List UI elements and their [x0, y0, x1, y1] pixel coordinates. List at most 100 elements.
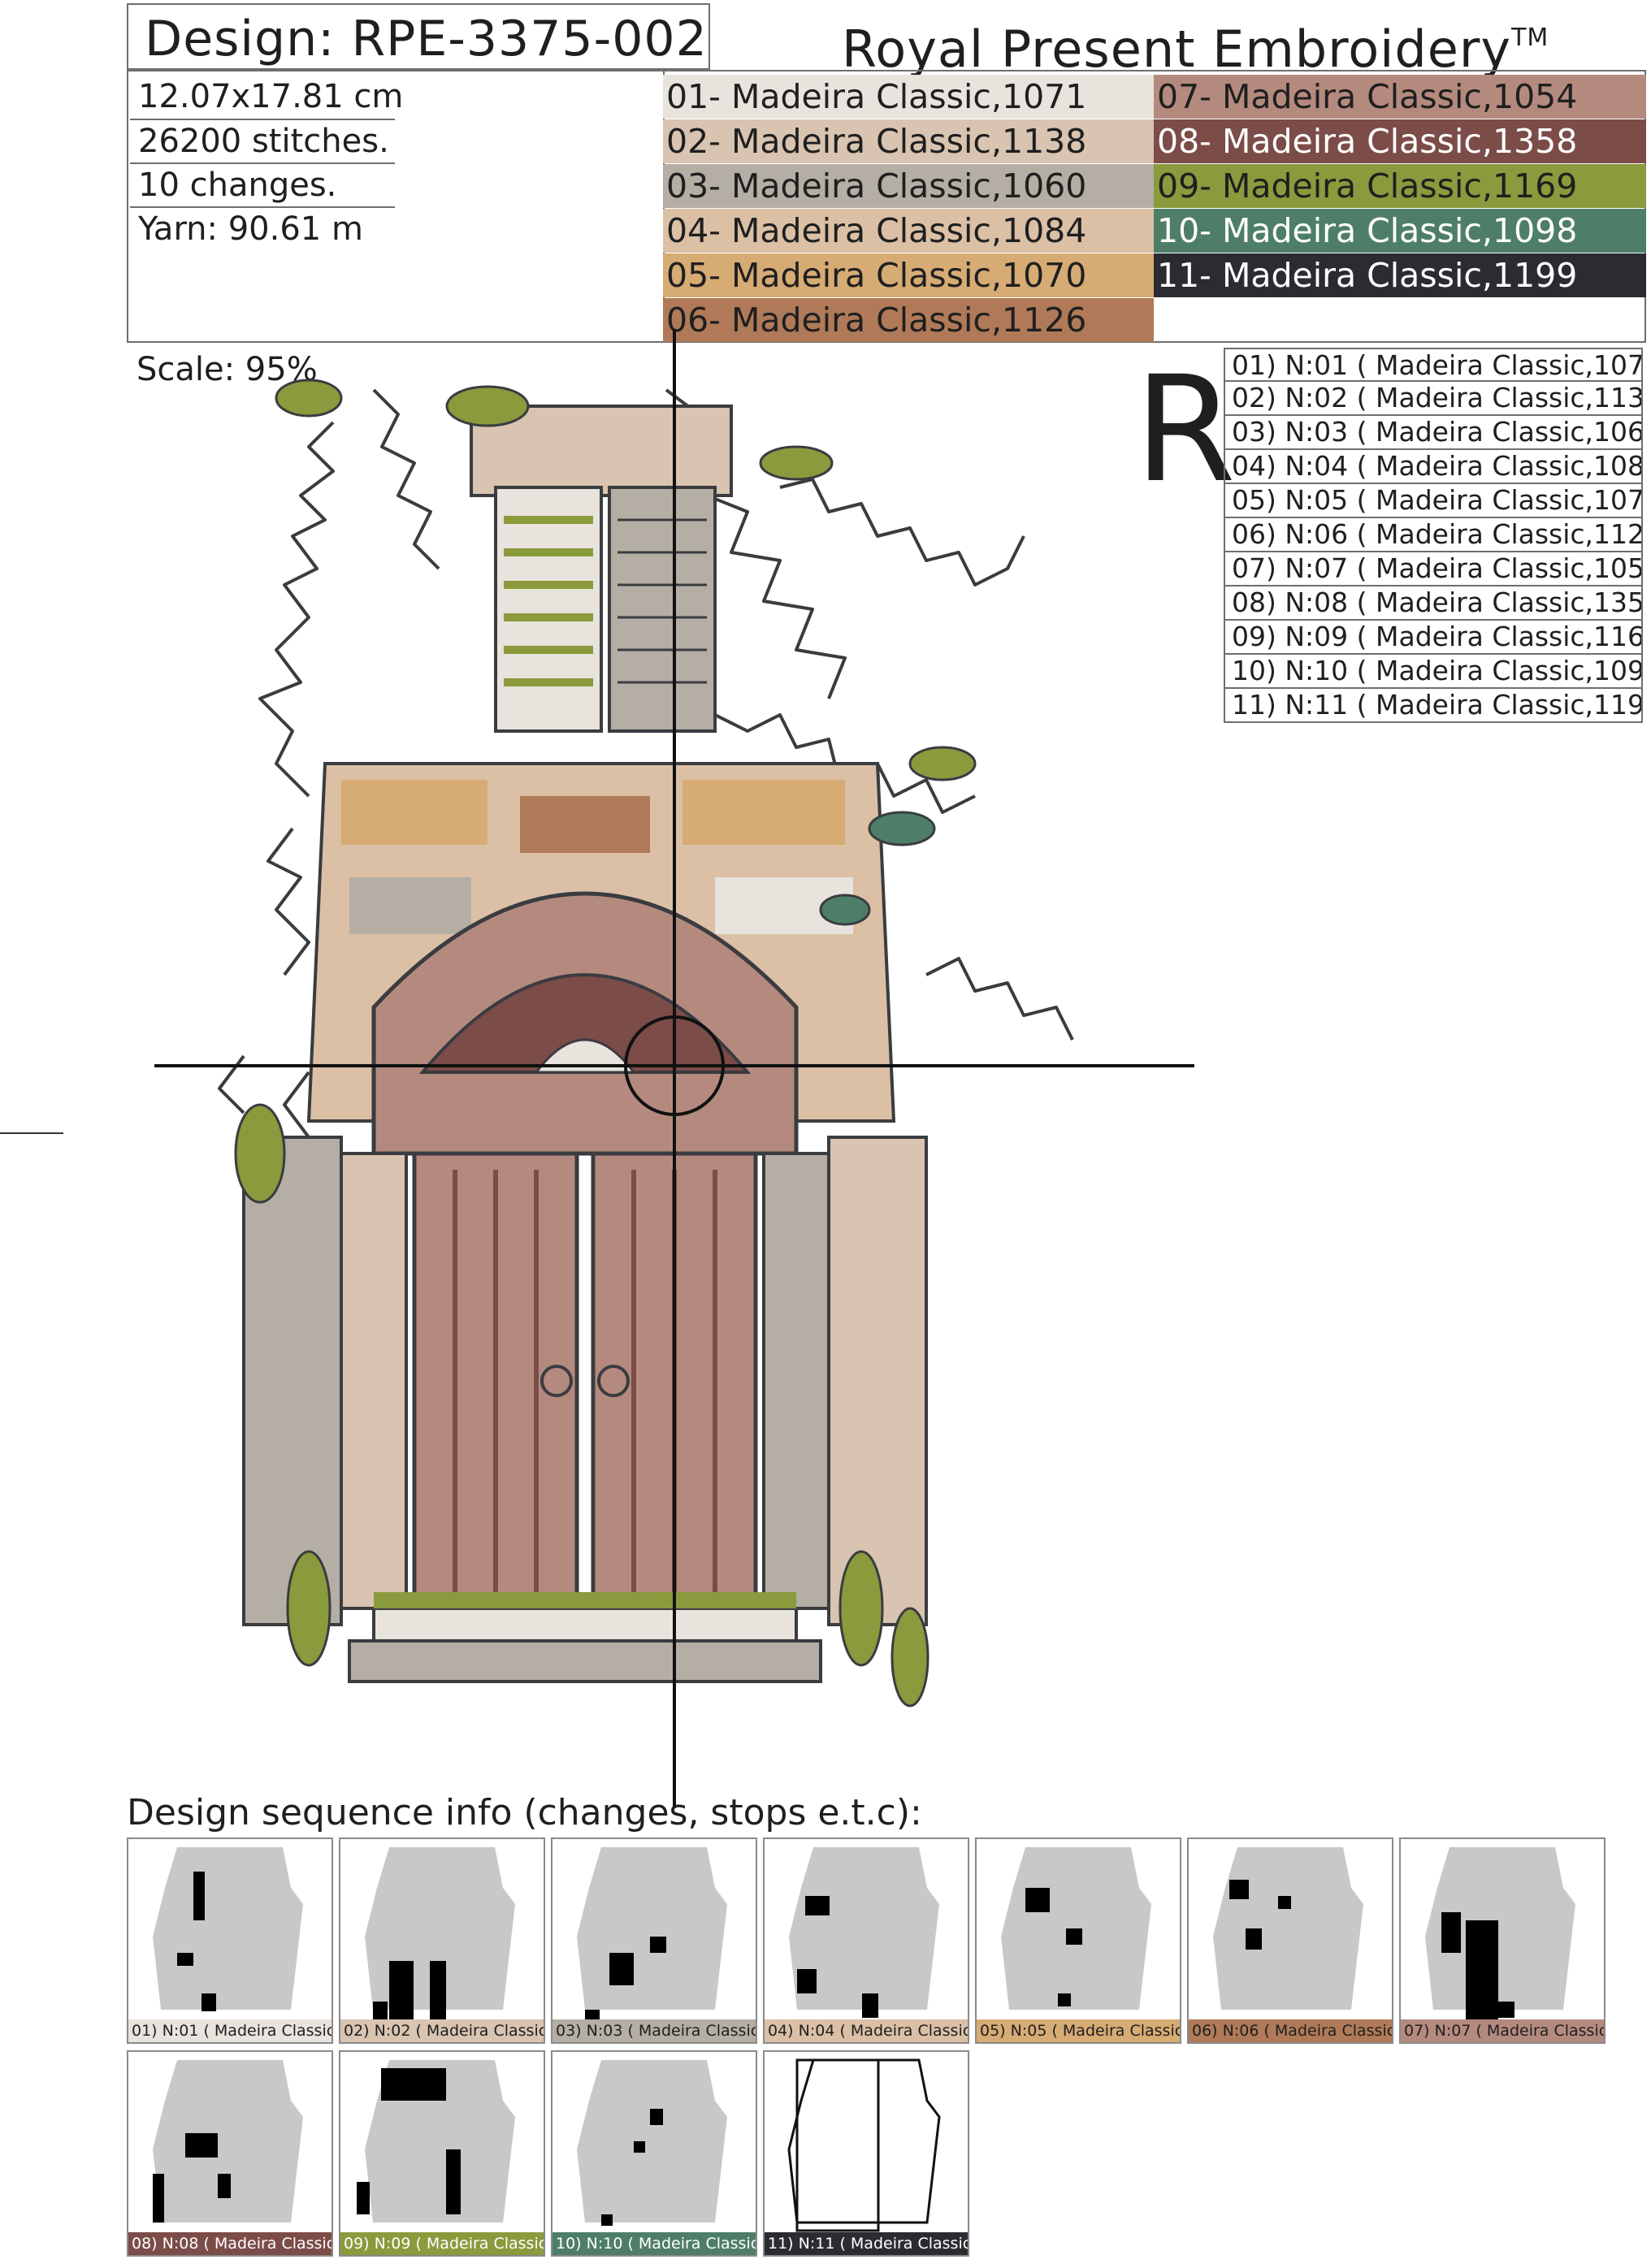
design-silhouette: [789, 1847, 939, 2010]
design-title: Design: RPE-3375-002: [145, 11, 708, 67]
stone-block: [520, 796, 650, 853]
stitched-area: [795, 2058, 880, 2232]
stitched-area: [634, 2141, 645, 2153]
door-planks: [453, 1170, 717, 1592]
sequence-preview: [153, 1847, 303, 2011]
sequence-preview: [577, 2060, 727, 2226]
edge-tick-mark: [0, 1132, 63, 1134]
palette-swatch: 04- Madeira Classic,1084: [663, 209, 1154, 253]
stitched-area: [218, 2174, 231, 2198]
stitched-area: [177, 1953, 193, 1966]
sequence-tile-label: 11) N:11 ( Madeira Classic,1199): [765, 2232, 968, 2255]
design-size: 12.07x17.81 cm: [138, 78, 404, 115]
palette-swatch: 08- Madeira Classic,1358: [1154, 119, 1646, 163]
stitched-area: [585, 2010, 600, 2019]
sequence-preview: [1213, 1847, 1363, 2010]
sequence-tile-label: 02) N:02 ( Madeira Classic,1138): [340, 2019, 544, 2042]
stitched-area: [650, 2109, 663, 2125]
thread-list-row: 02) N:02 ( Madeira Classic,1138): [1224, 382, 1643, 416]
design-silhouette: [1213, 1847, 1363, 2010]
stitched-area: [1066, 1928, 1082, 1945]
stitched-area: [381, 2068, 446, 2101]
teal-leaves: [819, 811, 936, 926]
thread-list-row: 06) N:06 ( Madeira Classic,1126): [1224, 518, 1643, 552]
divider: [130, 162, 395, 164]
palette-swatch: 06- Madeira Classic,1126: [663, 298, 1154, 342]
sequence-tile: 01) N:01 ( Madeira Classic,1071): [127, 1837, 333, 2044]
door-step: [348, 1639, 822, 1683]
sequence-tile-label: 01) N:01 ( Madeira Classic,1071): [128, 2019, 332, 2042]
palette-swatch: 10- Madeira Classic,1098: [1154, 209, 1646, 253]
thread-list-row: 04) N:04 ( Madeira Classic,1084): [1224, 450, 1643, 484]
jamb-left: [340, 1152, 408, 1610]
sequence-preview: [1001, 1847, 1151, 2010]
thread-list-row: 08) N:08 ( Madeira Classic,1358): [1224, 586, 1643, 621]
sequence-preview: [365, 1847, 515, 2019]
divider: [130, 119, 395, 120]
sequence-preview: [789, 1847, 939, 2018]
stitched-area: [357, 2182, 370, 2214]
stitched-area: [797, 1969, 817, 1993]
design-silhouette: [153, 2060, 303, 2223]
moss: [374, 1592, 796, 1608]
stitched-area: [601, 2214, 613, 2226]
divider: [130, 206, 395, 208]
stitched-area: [1498, 2002, 1514, 2018]
sequence-tile-label: 06) N:06 ( Madeira Classic,1126): [1189, 2019, 1392, 2042]
thread-list-row: 11) N:11 ( Madeira Classic,1199): [1224, 689, 1643, 723]
sequence-tile: 06) N:06 ( Madeira Classic,1126): [1187, 1837, 1393, 2044]
design-title-box: [127, 3, 710, 70]
thread-list-row: 05) N:05 ( Madeira Classic,1070): [1224, 484, 1643, 518]
shutter-slats-right: [618, 518, 707, 684]
pillar-right: [827, 1136, 928, 1626]
sequence-tile-label: 10) N:10 ( Madeira Classic,1098): [552, 2232, 756, 2255]
sequence-tile: 09) N:09 ( Madeira Classic,1169): [339, 2050, 545, 2257]
design-silhouette: [1425, 1847, 1575, 2010]
stitched-area: [373, 2002, 388, 2019]
palette-swatch: 02- Madeira Classic,1138: [663, 119, 1154, 163]
shutter-right: [608, 486, 717, 733]
color-changes: 10 changes.: [138, 167, 337, 204]
palette-swatch: 01- Madeira Classic,1071: [663, 75, 1154, 119]
sequence-tile: 03) N:03 ( Madeira Classic,1060): [551, 1837, 757, 2044]
palette-swatch: 05- Madeira Classic,1070: [663, 253, 1154, 297]
stitched-area: [1466, 1920, 1498, 2019]
stitched-area: [1278, 1896, 1291, 1909]
stitched-area: [1058, 1993, 1071, 2006]
sequence-tile: 05) N:05 ( Madeira Classic,1070): [975, 1837, 1181, 2044]
trademark-mark: TM: [1511, 24, 1549, 52]
pillar-left: [242, 1136, 343, 1626]
scale-label: Scale: 95%: [136, 351, 318, 388]
door-knocker-left: [540, 1365, 573, 1397]
stitched-area: [185, 2133, 218, 2158]
palette-swatch: 07- Madeira Classic,1054: [1154, 75, 1646, 119]
thread-list-row: 09) N:09 ( Madeira Classic,1169): [1224, 621, 1643, 655]
thread-list: 01) N:01 ( Madeira Classic,1071)02) N:02…: [1224, 348, 1643, 723]
sequence-tile-label: 05) N:05 ( Madeira Classic,1070): [977, 2019, 1180, 2042]
stitched-area: [430, 1961, 446, 2019]
leaf-cluster: [234, 379, 977, 1707]
stitched-area: [1441, 1912, 1461, 1953]
palette-swatch: 11- Madeira Classic,1199: [1154, 253, 1646, 297]
stone-block: [341, 780, 488, 845]
stitched-area: [862, 1993, 878, 2018]
shutter-left: [494, 486, 603, 733]
sequence-tile: 02) N:02 ( Madeira Classic,1138): [339, 1837, 545, 2044]
stitched-area: [193, 1872, 205, 1920]
stitched-area: [389, 1961, 414, 2019]
palette-swatch: 09- Madeira Classic,1169: [1154, 164, 1646, 208]
brand-name: Royal Present EmbroideryTM: [842, 6, 1549, 81]
jamb-right: [762, 1152, 830, 1610]
door-knocker-right: [597, 1365, 630, 1397]
sequence-tile-label: 03) N:03 ( Madeira Classic,1060): [552, 2019, 756, 2042]
sequence-tile-label: 09) N:09 ( Madeira Classic,1169): [340, 2232, 544, 2255]
sequence-tile-label: 08) N:08 ( Madeira Classic,1358): [128, 2232, 332, 2255]
design-silhouette: [577, 2060, 727, 2223]
stitched-area: [609, 1953, 634, 1985]
door-step: [372, 1607, 798, 1643]
sequence-preview: [357, 2060, 515, 2223]
shutter-slats: [504, 516, 593, 686]
stitched-area: [805, 1896, 830, 1915]
brand-text: Royal Present Embroidery: [842, 19, 1512, 79]
thread-list-row: 10) N:10 ( Madeira Classic,1098): [1224, 655, 1643, 689]
